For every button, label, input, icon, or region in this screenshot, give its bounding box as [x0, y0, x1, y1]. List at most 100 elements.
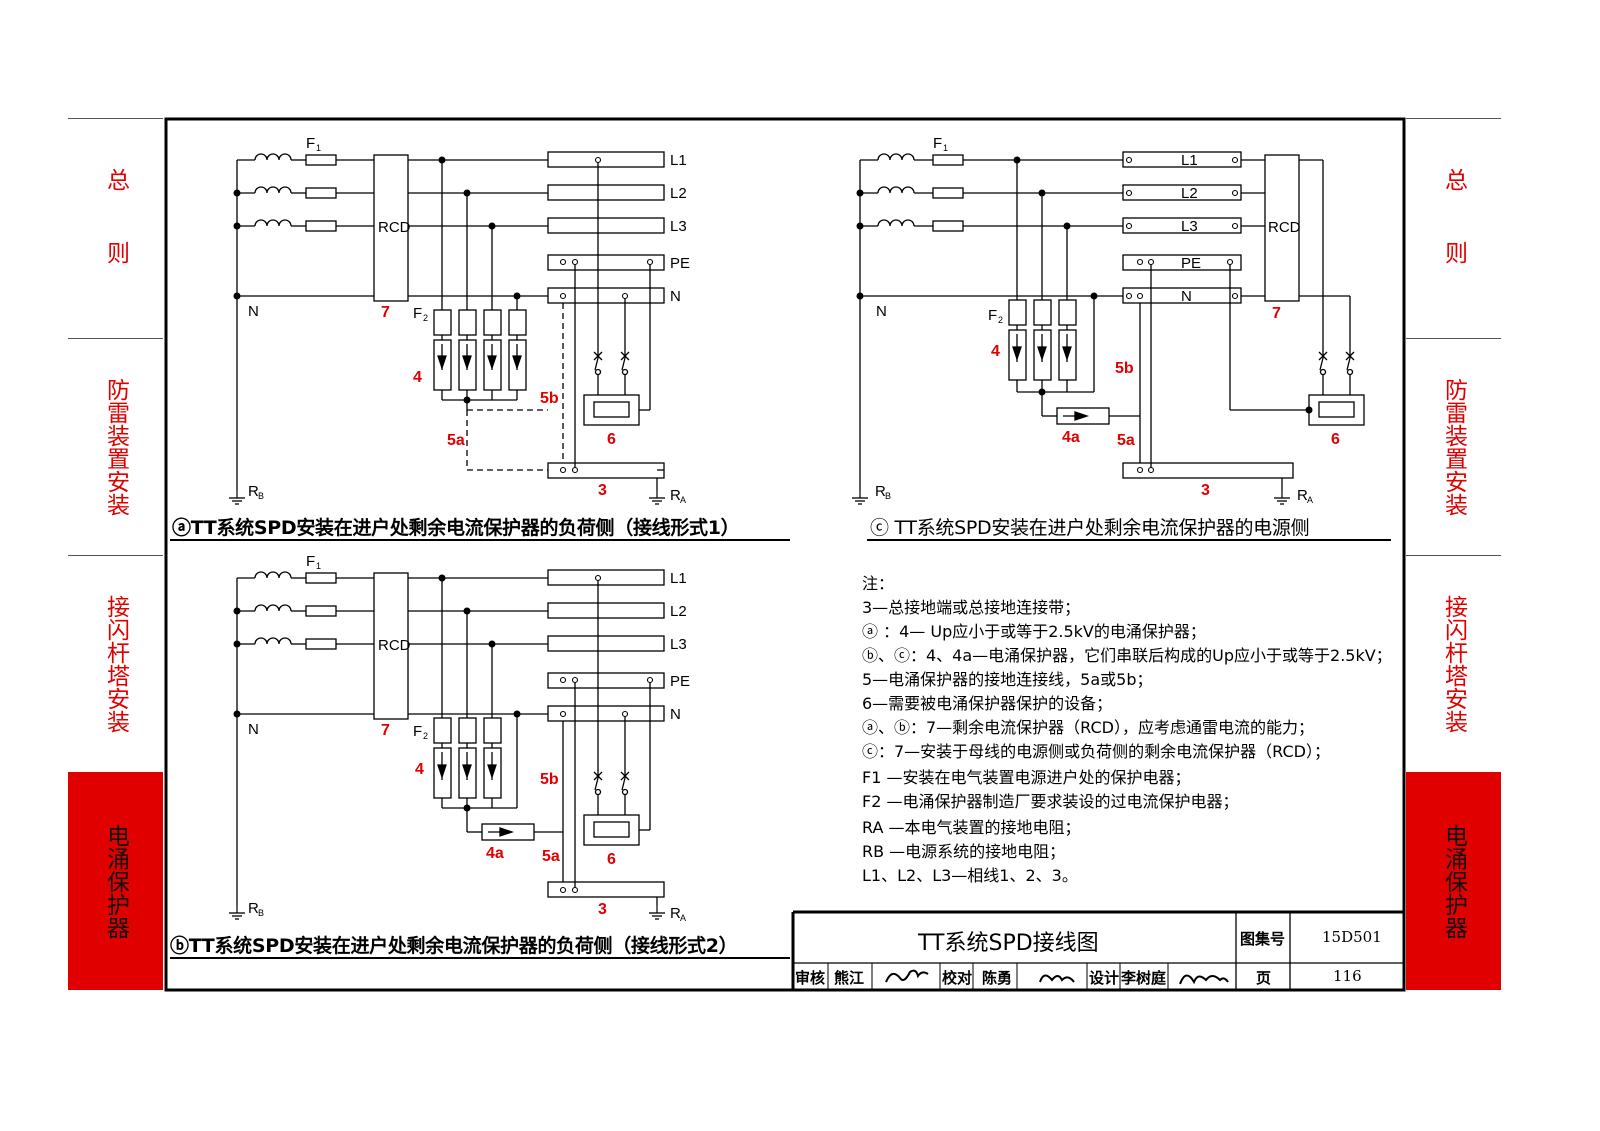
callout-a-4: 4	[413, 369, 422, 386]
left-tab-spd[interactable]: 电涌保护器	[68, 772, 163, 990]
callout-a-3: 3	[598, 482, 607, 499]
diagram-c	[851, 151, 1365, 505]
label-b-RA-sub: A	[680, 913, 686, 923]
label-b-rcd: RCD	[378, 637, 411, 654]
callout-a-6: 6	[607, 431, 616, 448]
designer-name: 李树庭	[1121, 969, 1167, 987]
diagram-c-dots	[856, 156, 1313, 414]
checker-name: 陈勇	[982, 969, 1013, 987]
signatures	[885, 969, 1229, 985]
note-line-6: ⓐ、ⓑ：7—剩余电流保护器（RCD），应考虑通雷电流的能力；	[862, 718, 1314, 737]
label-c-Nleft: N	[876, 303, 887, 320]
right-tab-tower-label: 接闪杆塔安装	[1440, 595, 1467, 733]
label-a-PE: PE	[670, 255, 690, 272]
page-number: 116	[1333, 967, 1362, 985]
diagram-a-dots	[233, 156, 521, 404]
right-tab-tower[interactable]: 接闪杆塔安装	[1406, 556, 1501, 772]
reviewer-name: 熊江	[834, 969, 865, 987]
label-a-RA-sub: A	[680, 495, 686, 505]
note-line-5: 6—需要被电涌保护器保护的设备；	[862, 694, 1113, 713]
callout-c-7: 7	[1272, 305, 1281, 322]
callout-c-5b: 5b	[1115, 360, 1134, 377]
right-tab-spd[interactable]: 电涌保护器	[1406, 772, 1501, 990]
label-a-Nleft: N	[248, 303, 259, 320]
callout-b-6: 6	[607, 851, 616, 868]
callout-a-7: 7	[381, 304, 390, 321]
left-tab-lightning-label: 防雷装置安装	[102, 378, 129, 516]
label-b-L2: L2	[670, 603, 687, 620]
label-c-F2-sub: 2	[998, 315, 1003, 325]
label-b-F2: F	[413, 723, 422, 740]
label-c-RB-sub: B	[885, 491, 891, 501]
caption-a: ⓐTT系统SPD安装在进户处剩余电流保护器的负荷侧（接线形式1）	[172, 517, 740, 539]
note-line-12: L1、L2、L3—相线1、2、3。	[862, 866, 1078, 885]
callout-b-4a: 4a	[486, 845, 504, 862]
label-b-F1-sub: 1	[316, 561, 321, 571]
left-tab-lightning[interactable]: 防雷装置安装	[68, 339, 163, 555]
caption-c: ⓒ TT系统SPD安装在进户处剩余电流保护器的电源侧	[870, 517, 1310, 539]
left-tab-rule-2	[68, 555, 163, 556]
label-a-RB-sub: B	[258, 491, 264, 501]
right-tab-lightning[interactable]: 防雷装置安装	[1406, 339, 1501, 555]
label-c-F2: F	[988, 307, 997, 324]
callout-c-3: 3	[1201, 482, 1210, 499]
note-line-8: F1 —安装在电气装置电源进户处的保护电器；	[862, 768, 1191, 787]
label-a-F2: F	[413, 305, 422, 322]
label-c-L3: L3	[1181, 218, 1198, 235]
right-tab-rule-1	[1406, 338, 1501, 339]
note-line-9: F2 —电涌保护器制造厂要求装设的过电流保护电器；	[862, 792, 1239, 811]
title-block-grid	[791, 910, 1404, 990]
right-tab-spd-label: 电涌保护器	[1440, 823, 1467, 939]
label-b-RB: R	[248, 900, 259, 917]
label-a-RB: R	[248, 483, 259, 500]
atlas-label: 图集号	[1240, 930, 1286, 948]
left-tab-tower[interactable]: 接闪杆塔安装	[68, 556, 163, 772]
label-c-RB: R	[875, 483, 886, 500]
checker-signature	[1039, 974, 1075, 983]
designer-signature	[1179, 974, 1229, 985]
design-label: 设计	[1089, 969, 1120, 987]
right-tab-general[interactable]: 总则	[1406, 119, 1501, 338]
callout-c-5a: 5a	[1117, 432, 1135, 449]
label-c-L2: L2	[1181, 185, 1198, 202]
left-tab-general[interactable]: 总则	[68, 119, 163, 338]
note-line-0: 注：	[862, 574, 895, 593]
caption-b: ⓑTT系统SPD安装在进户处剩余电流保护器的负荷侧（接线形式2）	[170, 935, 738, 957]
callout-a-5b: 5b	[540, 390, 559, 407]
label-b-RB-sub: B	[258, 908, 264, 918]
label-c-F1-sub: 1	[943, 143, 948, 153]
label-b-RA: R	[670, 905, 681, 922]
right-tab-lightning-label: 防雷装置安装	[1440, 378, 1467, 516]
label-c-RA: R	[1297, 487, 1308, 504]
review-label: 审核	[795, 969, 826, 987]
right-tab-top-rule	[1406, 118, 1501, 119]
left-tab-general-label: 总则	[102, 168, 129, 314]
label-a-N: N	[670, 288, 681, 305]
label-c-PE: PE	[1181, 255, 1201, 272]
note-line-2: ⓐ ：4— Up应小于或等于2.5kV的电涌保护器；	[862, 622, 1206, 641]
callout-b-4: 4	[415, 761, 424, 778]
callout-a-5a: 5a	[447, 432, 465, 449]
label-a-F1: F	[306, 135, 315, 152]
label-a-F1-sub: 1	[316, 143, 321, 153]
callout-b-5b: 5b	[540, 771, 559, 788]
label-b-L3: L3	[670, 636, 687, 653]
diagram-b	[228, 569, 666, 920]
red-callouts: 7 4 5b 5a 6 3 7 4 5b 4a 5a 6 3 4 5b 4a 5…	[381, 304, 1340, 918]
label-c-N: N	[1181, 288, 1192, 305]
diagram-b-dots	[233, 574, 521, 812]
diagram-a-terminals	[559, 156, 654, 474]
note-line-7: ⓒ：7—安装于母线的电源侧或负荷侧的剩余电流保护器（RCD）；	[862, 742, 1330, 761]
callout-b-7: 7	[381, 722, 390, 739]
left-tab-spd-label: 电涌保护器	[102, 823, 129, 939]
label-b-N: N	[670, 706, 681, 723]
note-line-4: 5—电涌保护器的接地连接线，5a或5b；	[862, 670, 1153, 689]
reviewer-signature	[885, 969, 929, 983]
callout-c-4: 4	[991, 343, 1000, 360]
label-a-L3: L3	[670, 218, 687, 235]
diagram-a	[228, 151, 666, 505]
check-label: 校对	[942, 969, 973, 987]
label-a-L1: L1	[670, 152, 687, 169]
callout-b-3: 3	[598, 901, 607, 918]
